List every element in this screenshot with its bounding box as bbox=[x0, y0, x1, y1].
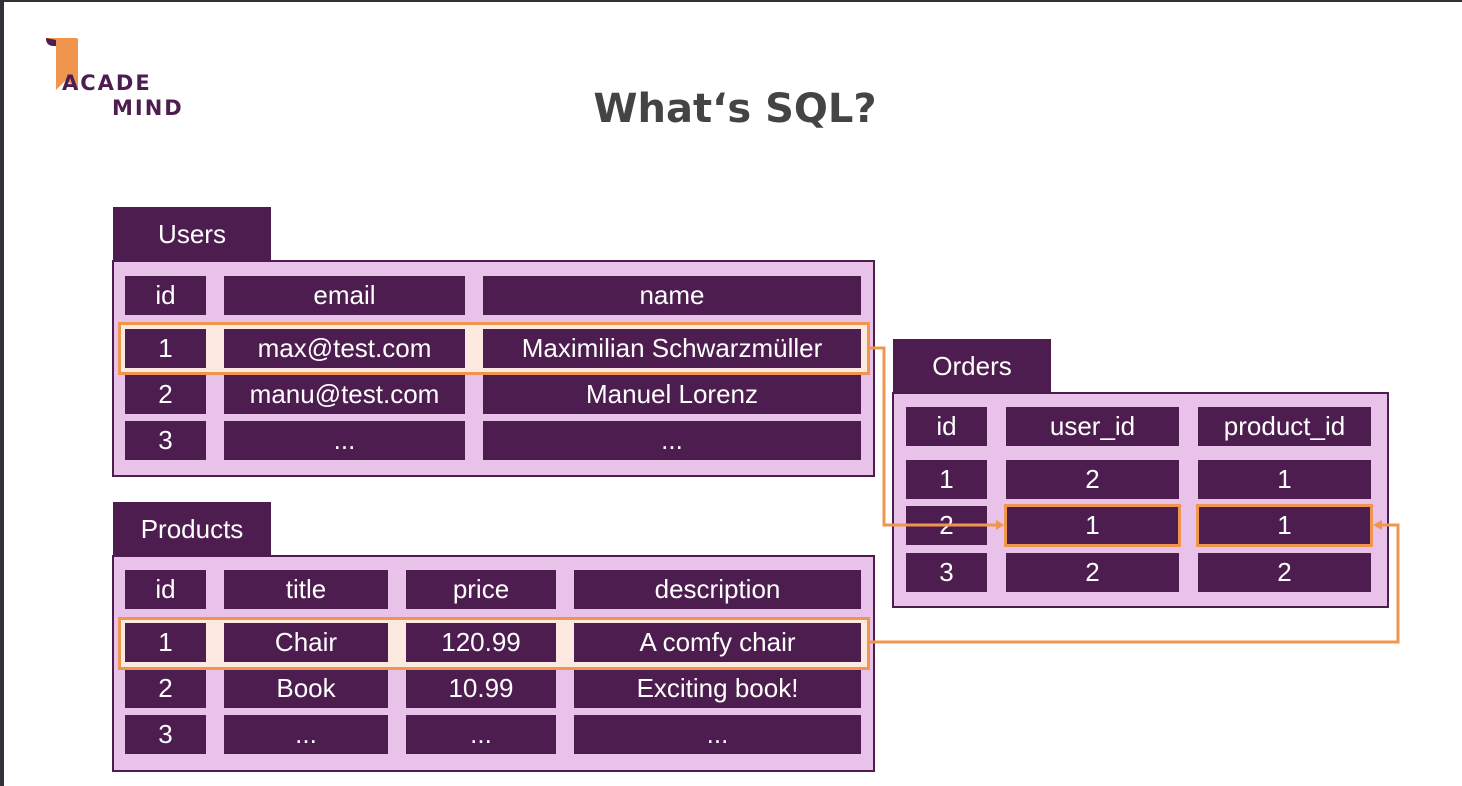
orders-table-tab: Orders bbox=[893, 339, 1051, 393]
products-cell: Chair bbox=[224, 623, 388, 662]
products-header-description: description bbox=[574, 570, 861, 609]
orders-cell: 1 bbox=[1006, 506, 1179, 545]
products-cell: A comfy chair bbox=[574, 623, 861, 662]
users-cell: manu@test.com bbox=[224, 375, 465, 414]
orders-cell: 1 bbox=[1198, 506, 1371, 545]
users-header-id: id bbox=[125, 276, 206, 315]
orders-cell: 1 bbox=[1198, 460, 1371, 499]
products-cell: ... bbox=[574, 715, 861, 754]
users-table-tab: Users bbox=[113, 207, 271, 261]
users-cell: ... bbox=[224, 421, 465, 460]
orders-cell: 1 bbox=[906, 460, 987, 499]
users-cell: Manuel Lorenz bbox=[483, 375, 861, 414]
products-to-orders-arrowhead-icon bbox=[1373, 520, 1382, 530]
products-cell: ... bbox=[406, 715, 556, 754]
orders-user-id-highlight bbox=[1004, 504, 1181, 547]
users-header-name: name bbox=[483, 276, 861, 315]
products-row-1-highlight bbox=[118, 617, 870, 670]
users-to-orders-arrowhead-icon bbox=[996, 520, 1004, 530]
products-cell: 2 bbox=[125, 669, 206, 708]
products-header-id: id bbox=[125, 570, 206, 609]
orders-cell: 2 bbox=[1006, 553, 1179, 592]
orders-cell: 3 bbox=[906, 553, 987, 592]
orders-header-user-id: user_id bbox=[1006, 407, 1179, 446]
orders-header-product-id: product_id bbox=[1198, 407, 1371, 446]
logo-text-line2: MIND bbox=[112, 96, 184, 120]
users-row-1-highlight bbox=[118, 322, 870, 375]
users-cell: 2 bbox=[125, 375, 206, 414]
orders-cell: 2 bbox=[1198, 553, 1371, 592]
orders-cell: 2 bbox=[1006, 460, 1179, 499]
users-cell: max@test.com bbox=[224, 329, 465, 368]
users-header-email: email bbox=[224, 276, 465, 315]
orders-header-id: id bbox=[906, 407, 987, 446]
products-cell: 3 bbox=[125, 715, 206, 754]
users-cell: 3 bbox=[125, 421, 206, 460]
products-cell: Exciting book! bbox=[574, 669, 861, 708]
products-cell: Book bbox=[224, 669, 388, 708]
users-cell: 1 bbox=[125, 329, 206, 368]
logo-ribbon-icon bbox=[46, 38, 78, 90]
products-header-title: title bbox=[224, 570, 388, 609]
academind-logo: ACADE MIND bbox=[44, 36, 194, 126]
products-cell: 10.99 bbox=[406, 669, 556, 708]
users-to-orders-connector bbox=[870, 346, 1002, 527]
users-cell: Maximilian Schwarzmüller bbox=[483, 329, 861, 368]
products-cell: 120.99 bbox=[406, 623, 556, 662]
products-to-orders-connector bbox=[870, 523, 1400, 644]
products-cell: ... bbox=[224, 715, 388, 754]
slide-title: What‘s SQL? bbox=[593, 86, 877, 132]
logo-text-line1: ACADE bbox=[62, 71, 152, 95]
orders-product-id-highlight bbox=[1196, 504, 1373, 547]
products-header-price: price bbox=[406, 570, 556, 609]
users-cell: ... bbox=[483, 421, 861, 460]
frame-edge-left bbox=[0, 0, 4, 786]
products-cell: 1 bbox=[125, 623, 206, 662]
frame-edge-top bbox=[0, 0, 1462, 2]
products-table-tab: Products bbox=[113, 502, 271, 556]
